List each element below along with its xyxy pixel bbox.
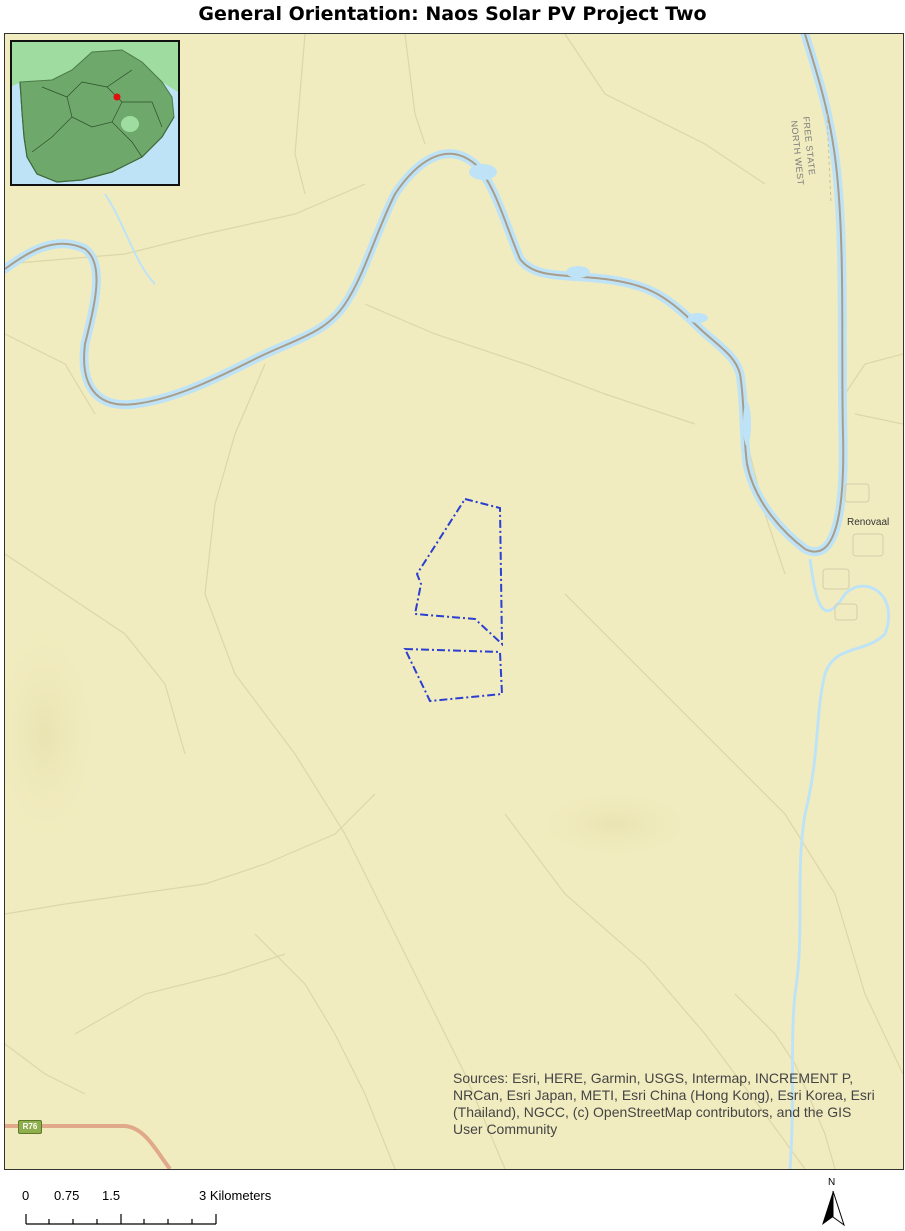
vaal-river bbox=[5, 34, 848, 556]
r76-road bbox=[5, 1124, 172, 1169]
tributary-stream bbox=[788, 558, 891, 1169]
minor-roads bbox=[5, 34, 903, 1169]
map-frame[interactable]: FREE STATE NORTH WEST Renovaal R76 Sourc… bbox=[4, 33, 904, 1170]
scale-label-075: 0.75 bbox=[54, 1188, 80, 1203]
scale-label-3km: 3 Kilometers bbox=[199, 1188, 272, 1203]
project-site-boundary[interactable] bbox=[403, 497, 504, 703]
north-arrow-icon bbox=[822, 1190, 845, 1227]
renovaal-settlement bbox=[822, 483, 884, 621]
terrain-shading bbox=[525, 784, 705, 864]
south-africa-locator-map bbox=[12, 42, 178, 184]
site-parcel-south[interactable] bbox=[403, 647, 504, 703]
map-title: General Orientation: Naos Solar PV Proje… bbox=[198, 3, 707, 25]
r76-road-shield: R76 bbox=[18, 1120, 42, 1134]
north-arrow: N bbox=[818, 1177, 848, 1227]
terrain-shading bbox=[5, 614, 105, 854]
stream bbox=[104, 193, 156, 285]
scale-bar: 0 0.75 1.5 3 Kilometers bbox=[16, 1188, 316, 1228]
locator-inset-map bbox=[10, 40, 180, 186]
north-label: N bbox=[828, 1177, 836, 1188]
scale-label-15: 1.5 bbox=[102, 1188, 121, 1203]
renovaal-label: Renovaal bbox=[847, 517, 890, 528]
basemap bbox=[5, 34, 903, 1169]
site-parcel-north[interactable] bbox=[413, 497, 504, 647]
scale-ticks bbox=[25, 1214, 217, 1225]
project-location-marker bbox=[113, 93, 121, 101]
map-attribution: Sources: Esri, HERE, Garmin, USGS, Inter… bbox=[453, 1070, 875, 1137]
scale-label-0: 0 bbox=[22, 1188, 30, 1203]
